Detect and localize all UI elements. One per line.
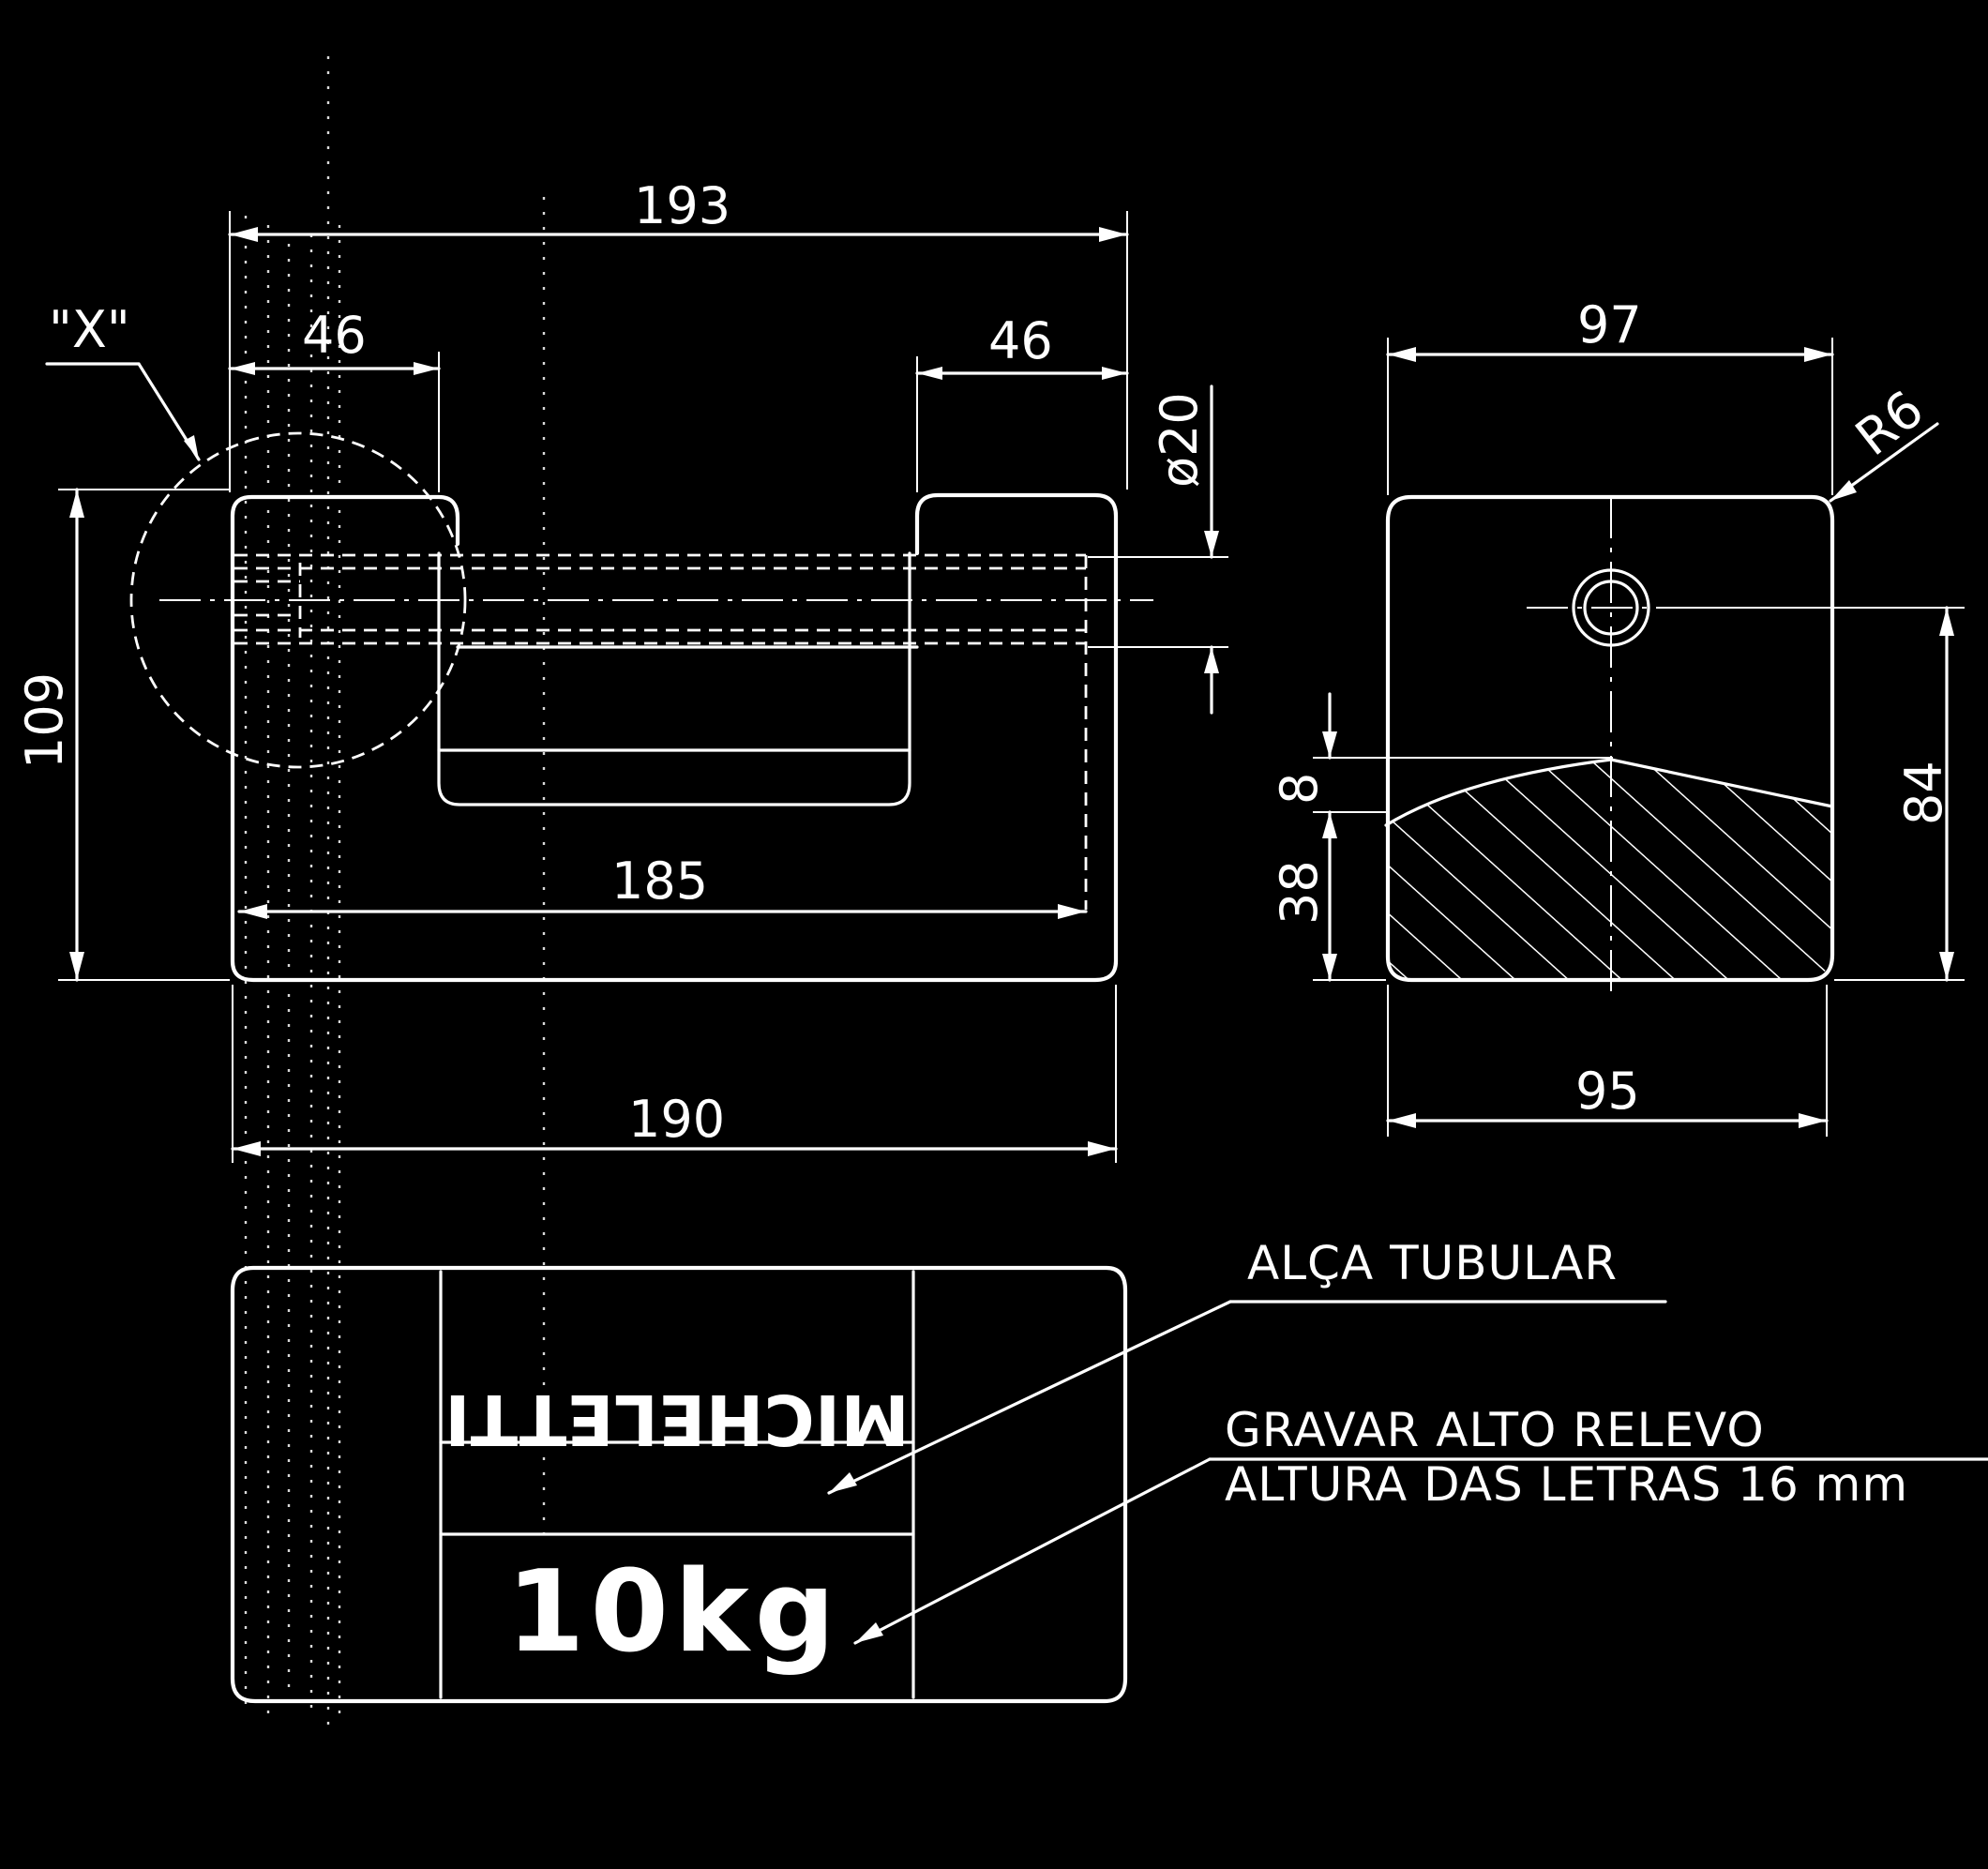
dim-46-pair: 46 46 — [228, 306, 1129, 492]
engrave-note-line2: ALTURA DAS LETRAS 16 mm — [1225, 1457, 1908, 1512]
svg-text:185: 185 — [611, 852, 708, 911]
engrave-note-line1: GRAVAR ALTO RELEVO — [1225, 1403, 1765, 1457]
dim-95: 95 — [1386, 985, 1829, 1137]
handle-callout-text: ALÇA TUBULAR — [1247, 1236, 1618, 1290]
dim-8-and-38: 8 38 — [1270, 692, 1613, 982]
svg-text:R6: R6 — [1845, 379, 1934, 467]
front-view: "X" 193 46 46 — [15, 56, 1228, 1726]
section-boundary — [1384, 758, 1834, 827]
svg-text:97: 97 — [1577, 295, 1642, 354]
notes: ALÇA TUBULAR GRAVAR ALTO RELEVO ALTURA D… — [827, 1236, 1988, 1645]
svg-text:95: 95 — [1575, 1062, 1640, 1121]
weight-embossing: 10kg — [506, 1547, 841, 1678]
dim-radius-r6: R6 — [1829, 379, 1939, 503]
engrave-note-leader — [853, 1457, 1212, 1645]
hidden-handle-tube — [234, 553, 1088, 910]
dim-handle-left: 46 — [302, 306, 367, 365]
top-body-outline — [230, 1265, 1128, 1704]
side-body-outline — [1385, 494, 1835, 983]
section-hatch — [1386, 760, 1832, 980]
side-view: 97 R6 84 8 38 — [1270, 295, 1965, 1137]
dim-193: 193 — [228, 176, 1129, 492]
svg-text:84: 84 — [1894, 761, 1953, 825]
scan-artifacts — [244, 56, 546, 1726]
dim-84: 84 — [1656, 606, 1965, 982]
brand-embossing: MICHELETTI — [444, 1379, 910, 1459]
detail-x-label: "X" — [49, 300, 130, 359]
handle-callout-leader — [827, 1300, 1232, 1495]
dim-97: 97 — [1386, 295, 1834, 495]
body-outline — [230, 492, 1119, 983]
dim-diameter-20: ø20 — [1088, 384, 1228, 715]
handle-recess — [437, 551, 911, 806]
svg-text:109: 109 — [15, 672, 74, 769]
dim-section-height: 38 — [1270, 860, 1329, 925]
svg-text:193: 193 — [634, 176, 730, 235]
detail-x-circle — [129, 431, 467, 769]
dim-handle-right: 46 — [988, 311, 1053, 370]
top-view: MICHELETTI 10kg — [230, 1265, 1128, 1704]
dim-109: 109 — [15, 488, 230, 982]
dim-190: 190 — [231, 985, 1118, 1163]
svg-text:ø20: ø20 — [1150, 392, 1209, 488]
svg-text:190: 190 — [628, 1090, 725, 1149]
dim-section-step: 8 — [1270, 773, 1329, 805]
dim-185: 185 — [237, 852, 1088, 919]
